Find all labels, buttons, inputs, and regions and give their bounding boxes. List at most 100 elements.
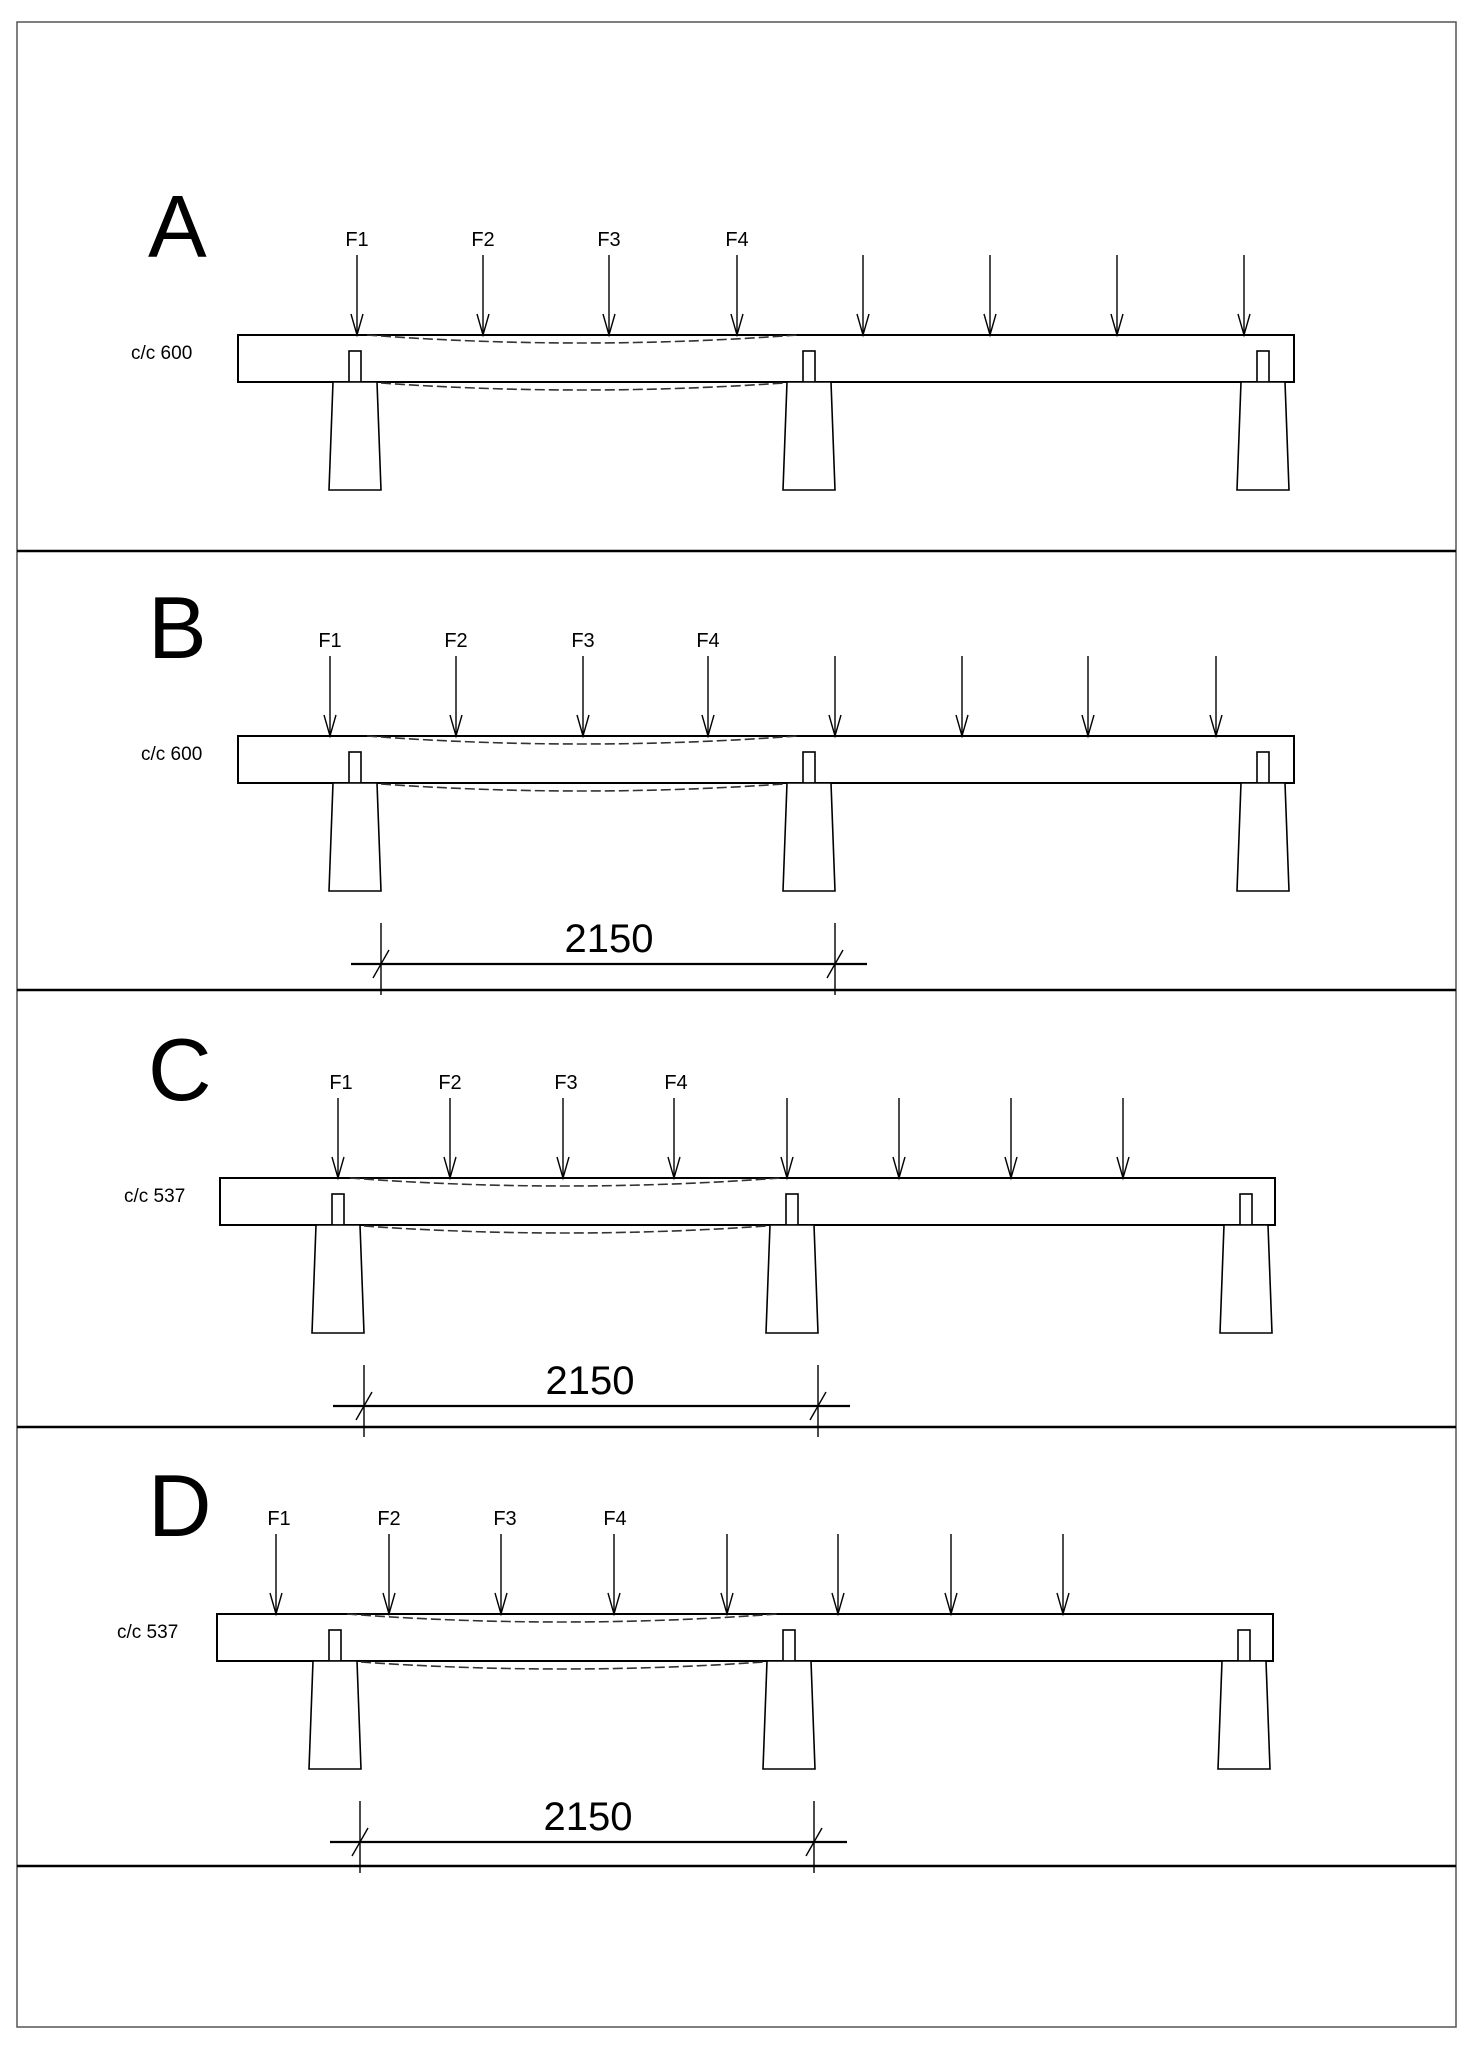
dimension: 2150 — [333, 1359, 850, 1437]
dimension-tick — [355, 1391, 373, 1421]
arrow-head — [269, 1592, 283, 1617]
support — [1217, 1629, 1271, 1770]
force-arrow-icon — [701, 656, 715, 739]
panel-letter: A — [148, 177, 207, 276]
support — [328, 751, 382, 892]
support-pillar — [311, 1224, 365, 1334]
support-post — [331, 1193, 345, 1226]
force-arrow-icon — [720, 1534, 734, 1617]
dimension: 2150 — [330, 1795, 847, 1873]
dimension-value: 2150 — [546, 1359, 635, 1403]
support — [1236, 350, 1290, 491]
deflection-curve-top — [366, 735, 798, 745]
arrow-head — [607, 1592, 621, 1617]
force-arrow-icon — [476, 255, 490, 338]
support — [782, 350, 836, 491]
support — [762, 1629, 816, 1770]
deflection-curve-top — [346, 1613, 778, 1623]
force-arrow-icon — [331, 1098, 345, 1181]
support-pillar — [328, 381, 382, 491]
panel-letter: C — [148, 1020, 212, 1119]
force-arrow-icon — [323, 656, 337, 739]
arrow-head — [1237, 313, 1251, 338]
support-pillar — [1219, 1224, 1273, 1334]
support-post — [1239, 1193, 1253, 1226]
page-border — [16, 21, 1457, 2028]
arrow-head — [443, 1156, 457, 1181]
force-arrow-icon — [269, 1534, 283, 1617]
beam — [216, 1613, 1274, 1662]
force-arrow-icon — [556, 1098, 570, 1181]
arrow-head — [828, 714, 842, 739]
force-arrow-icon — [828, 656, 842, 739]
arrow-head — [730, 313, 744, 338]
force-arrow-icon — [443, 1098, 457, 1181]
beam — [219, 1177, 1276, 1226]
support-post — [348, 751, 362, 784]
force-label: F2 — [438, 1072, 461, 1094]
support-post — [328, 1629, 342, 1662]
support-pillar — [765, 1224, 819, 1334]
arrow-head — [701, 714, 715, 739]
force-arrow-icon — [955, 656, 969, 739]
force-label: F1 — [345, 229, 368, 251]
force-arrow-icon — [944, 1534, 958, 1617]
arrow-head — [892, 1156, 906, 1181]
support — [1219, 1193, 1273, 1334]
dimension-tick — [805, 1827, 823, 1857]
force-arrow-icon — [1110, 255, 1124, 338]
support — [328, 350, 382, 491]
arrow-head — [602, 313, 616, 338]
support-post — [1256, 350, 1270, 383]
support-post — [1256, 751, 1270, 784]
beam — [237, 735, 1295, 784]
support-pillar — [328, 782, 382, 892]
force-label: F4 — [696, 630, 719, 652]
panel-letter: D — [148, 1456, 212, 1555]
force-label: F2 — [377, 1508, 400, 1530]
force-arrow-icon — [1116, 1098, 1130, 1181]
dimension-tick — [826, 949, 844, 979]
force-arrow-icon — [350, 255, 364, 338]
force-arrow-icon — [892, 1098, 906, 1181]
arrow-head — [350, 313, 364, 338]
deflection-curve-bottom — [366, 782, 798, 792]
arrow-head — [449, 714, 463, 739]
support-post — [785, 1193, 799, 1226]
arrow-head — [476, 313, 490, 338]
arrow-head — [576, 714, 590, 739]
arrow-head — [983, 313, 997, 338]
spacing-label: c/c 537 — [124, 1186, 185, 1207]
deflection-curve-bottom — [366, 381, 798, 391]
dimension-tick — [372, 949, 390, 979]
arrow-head — [1116, 1156, 1130, 1181]
support-pillar — [1236, 782, 1290, 892]
support-pillar — [308, 1660, 362, 1770]
force-arrow-icon — [494, 1534, 508, 1617]
arrow-head — [331, 1156, 345, 1181]
support — [311, 1193, 365, 1334]
support — [1236, 751, 1290, 892]
support-pillar — [782, 782, 836, 892]
force-label: F1 — [267, 1508, 290, 1530]
force-arrow-icon — [382, 1534, 396, 1617]
force-label: F3 — [493, 1508, 516, 1530]
arrow-head — [382, 1592, 396, 1617]
support — [308, 1629, 362, 1770]
force-arrow-icon — [1081, 656, 1095, 739]
dimension-tick — [809, 1391, 827, 1421]
dimension-value: 2150 — [565, 917, 654, 961]
force-label: F3 — [597, 229, 620, 251]
force-label: F1 — [318, 630, 341, 652]
spacing-label: c/c 600 — [141, 744, 202, 765]
deflection-curve-top — [349, 1177, 781, 1187]
force-arrow-icon — [730, 255, 744, 338]
arrow-head — [556, 1156, 570, 1181]
arrow-head — [780, 1156, 794, 1181]
deflection-curve-top — [366, 334, 798, 344]
dimension: 2150 — [351, 917, 867, 995]
support-post — [802, 350, 816, 383]
